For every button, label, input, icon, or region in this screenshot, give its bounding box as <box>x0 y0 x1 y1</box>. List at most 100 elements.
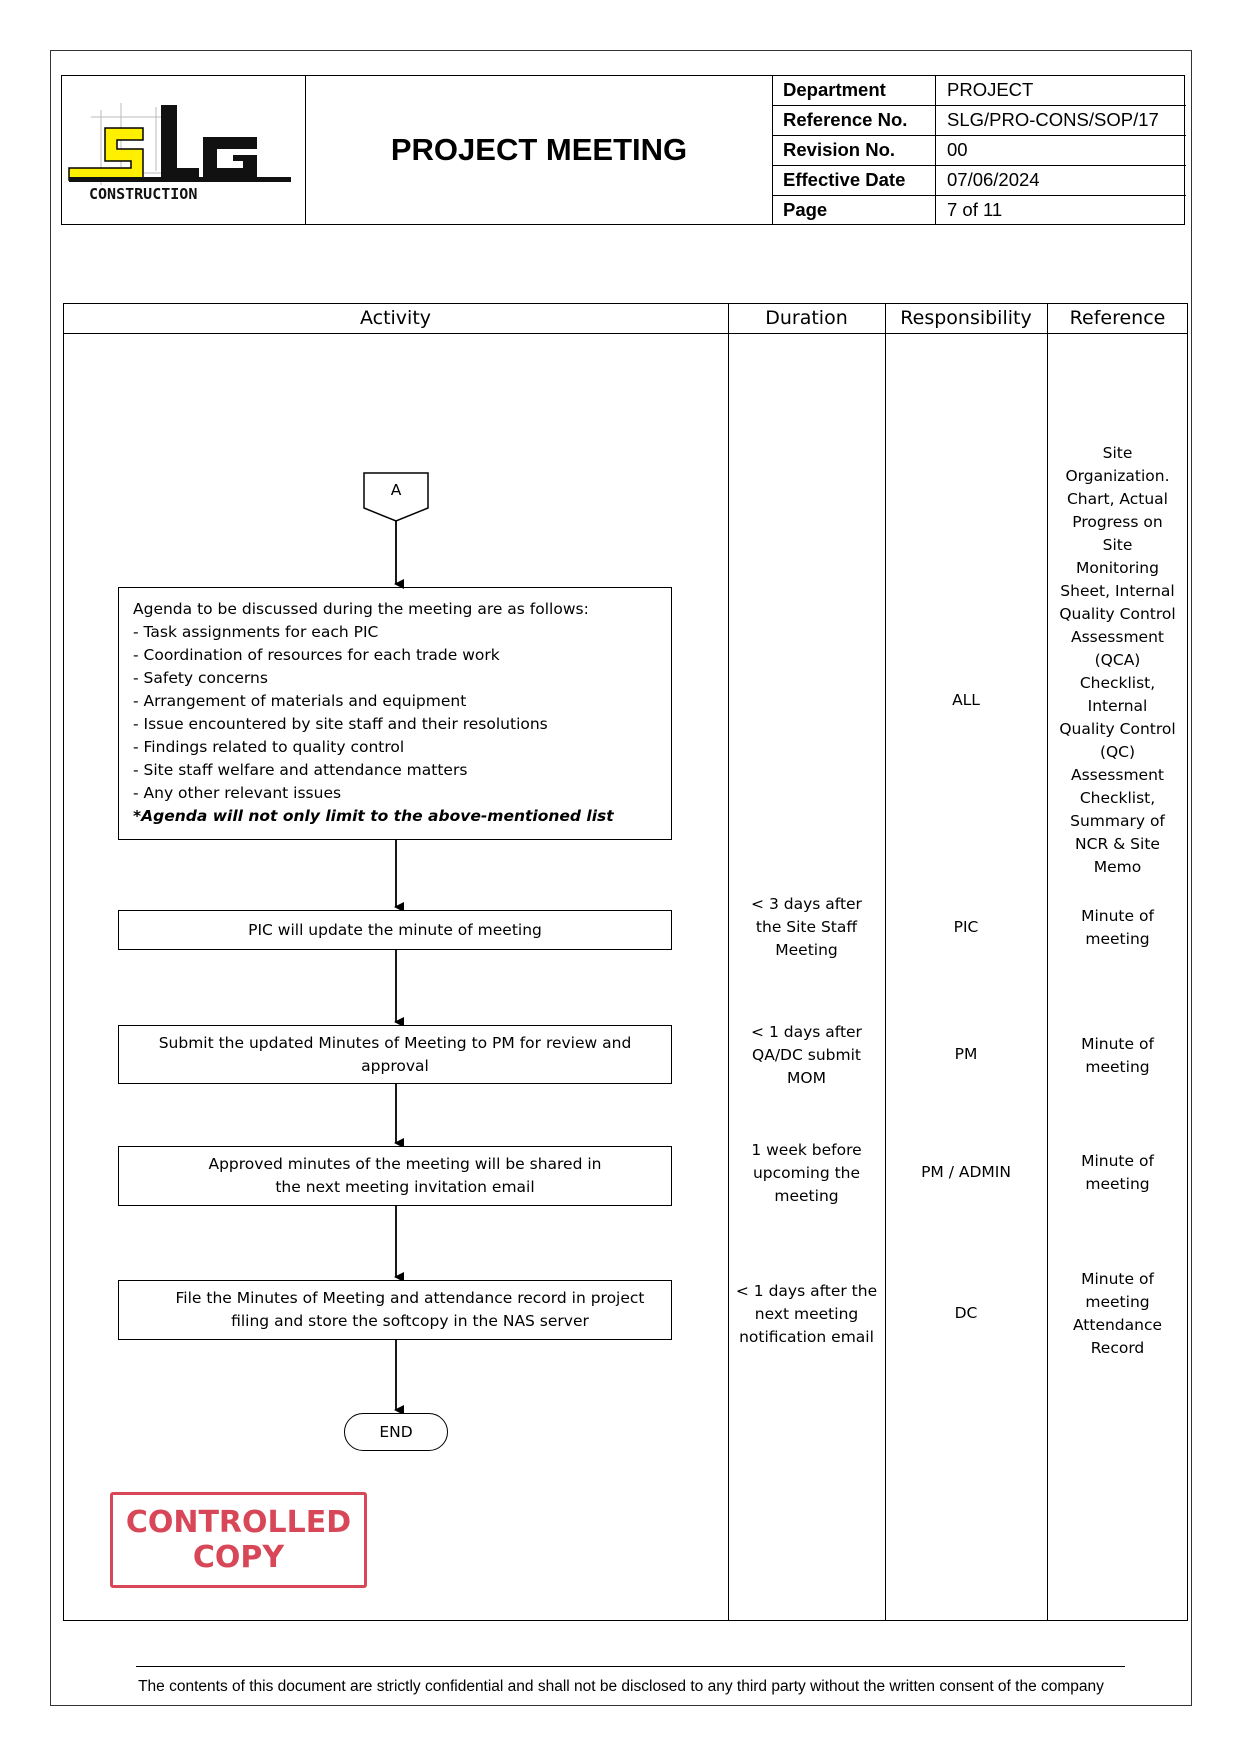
reference-cell: Minute of meeting <box>1047 905 1188 951</box>
meta-row-revision: Revision No. 00 <box>772 135 1186 166</box>
meta-label: Department <box>773 75 936 105</box>
reference-line: Minute of <box>1081 1152 1154 1170</box>
reference-line: Checklist, <box>1079 789 1156 807</box>
reference-cell: Minute of meeting <box>1047 1033 1188 1079</box>
meta-row-page: Page 7 of 11 <box>772 195 1186 225</box>
duration-line: Meeting <box>775 941 838 959</box>
column-header-responsibility: Responsibility <box>900 307 1032 329</box>
reference-line: Minute of <box>1081 1270 1154 1288</box>
meta-label: Effective Date <box>773 165 936 195</box>
agenda-item: - Coordination of resources for each tra… <box>133 646 500 664</box>
reference-line: Assessment <box>1071 628 1164 646</box>
duration-line: MOM <box>787 1069 826 1087</box>
meta-row-department: Department PROJECT <box>772 75 1186 106</box>
meta-value: PROJECT <box>947 79 1034 100</box>
reference-line: (QC) <box>1099 743 1136 761</box>
reference-line: Minute of <box>1081 1035 1154 1053</box>
reference-line: (QCA) <box>1094 651 1141 669</box>
meta-label: Reference No. <box>773 105 936 135</box>
duration-cell: < 1 days after QA/DC submit MOM <box>728 1021 885 1090</box>
reference-line: meeting <box>1085 1058 1150 1076</box>
agenda-item: - Findings related to quality control <box>133 738 405 756</box>
duration-cell: < 3 days after the Site Staff Meeting <box>728 893 885 962</box>
reference-line: Site <box>1102 444 1133 462</box>
duration-line: 1 week before <box>751 1141 862 1159</box>
reference-line: NCR & Site <box>1075 835 1160 853</box>
reference-line: Attendance <box>1072 1316 1163 1334</box>
procedure-table <box>63 303 1188 1621</box>
reference-line: Chart, Actual <box>1066 490 1168 508</box>
reference-line: Sheet, Internal <box>1060 582 1175 600</box>
controlled-copy-stamp: CONTROLLED COPY <box>110 1492 367 1588</box>
reference-line: meeting <box>1085 930 1150 948</box>
document-title: PROJECT MEETING <box>390 132 688 167</box>
column-header-reference: Reference <box>1069 307 1166 329</box>
agenda-item: - Task assignments for each PIC <box>133 623 379 641</box>
reference-line: Progress on <box>1072 513 1163 531</box>
column-header-activity: Activity <box>359 307 432 329</box>
reference-cell: Site Organization. Chart, Actual Progres… <box>1047 442 1188 879</box>
duration-line: notification email <box>739 1328 874 1346</box>
column-divider <box>1047 303 1048 1621</box>
company-logo: CONSTRUCTION <box>61 75 306 225</box>
footer-divider <box>136 1666 1125 1667</box>
meta-value: SLG/PRO-CONS/SOP/17 <box>947 109 1159 130</box>
agenda-box: Agenda to be discussed during the meetin… <box>118 587 672 840</box>
reference-line: Checklist, <box>1079 674 1156 692</box>
connector-label: A <box>390 481 402 499</box>
duration-line: next meeting <box>754 1305 859 1323</box>
process-step: PIC will update the minute of meeting <box>118 910 672 950</box>
stamp-line: COPY <box>192 1540 285 1575</box>
reference-line: Organization. <box>1065 467 1170 485</box>
column-divider <box>728 303 729 1621</box>
duration-cell: < 1 days after the next meeting notifica… <box>728 1280 885 1349</box>
duration-line: meeting <box>774 1187 839 1205</box>
duration-cell: 1 week before upcoming the meeting <box>728 1139 885 1208</box>
reference-cell: Minute of meeting <box>1047 1150 1188 1196</box>
meta-value: 00 <box>947 139 968 160</box>
duration-line: upcoming the <box>752 1164 861 1182</box>
agenda-item: - Any other relevant issues <box>133 784 342 802</box>
duration-line: the Site Staff <box>755 918 858 936</box>
meta-row-reference: Reference No. SLG/PRO-CONS/SOP/17 <box>772 105 1186 136</box>
agenda-intro: Agenda to be discussed during the meetin… <box>133 600 589 618</box>
reference-line: Assessment <box>1071 766 1164 784</box>
page-frame <box>50 50 1192 1706</box>
reference-line: Internal <box>1087 697 1148 715</box>
responsibility-cell: ALL <box>952 691 980 709</box>
duration-line: < 1 days after <box>751 1023 862 1041</box>
meta-label: Page <box>773 195 936 225</box>
agenda-item: - Safety concerns <box>133 669 268 687</box>
reference-line: meeting <box>1085 1175 1150 1193</box>
reference-line: Quality Control <box>1059 720 1176 738</box>
end-terminator: END <box>344 1413 448 1451</box>
responsibility-cell: PIC <box>953 918 979 936</box>
reference-line: Site <box>1102 536 1133 554</box>
column-header-duration: Duration <box>765 307 848 329</box>
duration-line: QA/DC submit <box>752 1046 861 1064</box>
process-step: Approved minutes of the meeting will be … <box>118 1146 672 1206</box>
svg-text:CONSTRUCTION: CONSTRUCTION <box>89 185 197 203</box>
reference-line: Summary of <box>1070 812 1165 830</box>
meta-row-effective-date: Effective Date 07/06/2024 <box>772 165 1186 196</box>
column-divider <box>885 303 886 1621</box>
process-step: Submit the updated Minutes of Meeting to… <box>118 1025 672 1084</box>
stamp-line: CONTROLLED <box>125 1505 352 1540</box>
connector-shape <box>363 472 429 522</box>
meta-value: 7 of 11 <box>947 199 1003 220</box>
agenda-note: *Agenda will not only limit to the above… <box>133 807 614 825</box>
document-header <box>61 75 1185 225</box>
responsibility-cell: PM <box>954 1045 978 1063</box>
agenda-item: - Arrangement of materials and equipment <box>133 692 467 710</box>
responsibility-cell: DC <box>954 1304 978 1322</box>
reference-line: Memo <box>1093 858 1142 876</box>
agenda-item: - Issue encountered by site staff and th… <box>133 715 548 733</box>
reference-line: Quality Control <box>1059 605 1176 623</box>
reference-line: Record <box>1090 1339 1145 1357</box>
header-divider <box>63 333 1188 334</box>
process-step: File the Minutes of Meeting and attendan… <box>118 1280 672 1340</box>
reference-line: Minute of <box>1081 907 1154 925</box>
agenda-item: - Site staff welfare and attendance matt… <box>133 761 468 779</box>
reference-cell: Minute of meeting Attendance Record <box>1047 1268 1188 1360</box>
